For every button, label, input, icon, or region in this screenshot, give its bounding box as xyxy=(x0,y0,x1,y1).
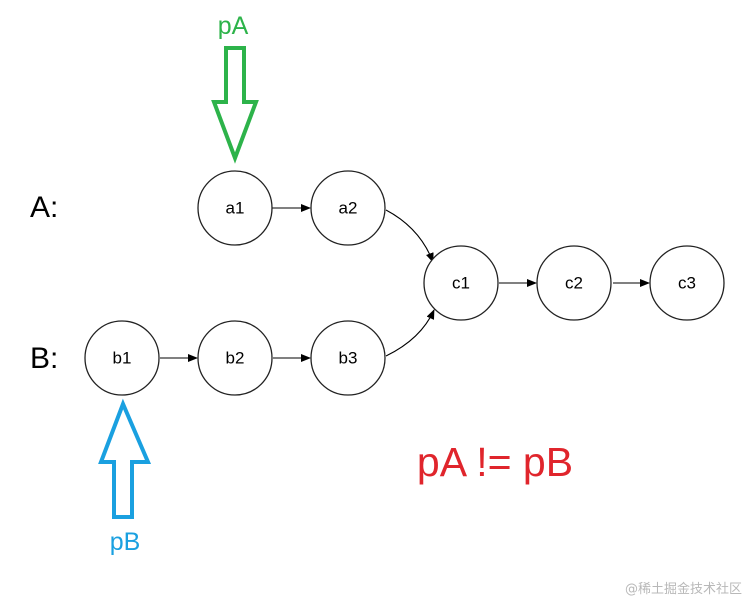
list-a-label: A: xyxy=(30,191,58,224)
pointer-pa-label: pA xyxy=(218,12,249,40)
node-b1-label: b1 xyxy=(113,349,132,368)
node-b3: b3 xyxy=(310,320,386,396)
edge-a2-c1 xyxy=(385,209,434,263)
pointer-pa-arrow-icon xyxy=(211,46,259,164)
node-a1-label: a1 xyxy=(226,199,245,218)
node-b2-label: b2 xyxy=(226,349,245,368)
node-b3-label: b3 xyxy=(339,349,358,368)
list-b-label: B: xyxy=(30,342,58,375)
node-c1: c1 xyxy=(423,245,499,321)
node-a2-label: a2 xyxy=(339,199,358,218)
pointer-pb-label: pB xyxy=(110,528,141,556)
edge-b3-c1 xyxy=(385,309,435,357)
node-c2: c2 xyxy=(536,245,612,321)
node-a2: a2 xyxy=(310,170,386,246)
node-c2-label: c2 xyxy=(565,274,583,293)
pointer-pb-arrow-icon xyxy=(98,398,152,519)
node-b1: b1 xyxy=(84,320,160,396)
node-a1: a1 xyxy=(197,170,273,246)
node-c1-label: c1 xyxy=(452,274,470,293)
node-c3-label: c3 xyxy=(678,274,696,293)
node-c3: c3 xyxy=(649,245,725,321)
condition-text: pA != pB xyxy=(417,439,573,485)
node-b2: b2 xyxy=(197,320,273,396)
watermark-text: @稀土掘金技术社区 xyxy=(625,581,742,597)
